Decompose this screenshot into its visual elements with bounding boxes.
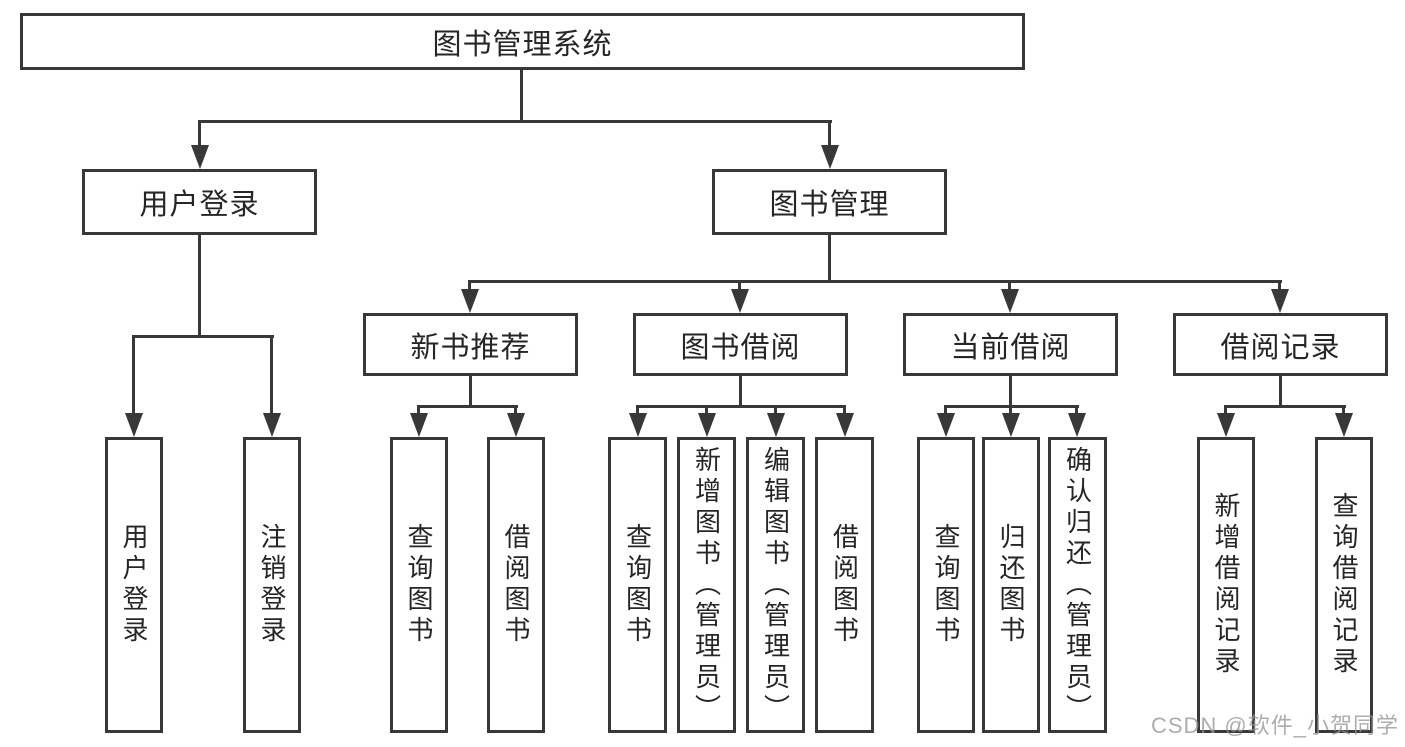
connector-line-vertical [1279, 374, 1282, 407]
connector-line-horizontal [198, 120, 832, 123]
arrow-down [629, 413, 647, 437]
watermark: CSDN @软件_小贺同学 [1150, 713, 1399, 738]
arrow-down [410, 413, 428, 437]
connector-line-vertical [1224, 405, 1227, 415]
connector-line-vertical [417, 405, 420, 415]
leaf-bb-add-books-admin: 新增图书（管理员） [677, 437, 736, 733]
arrow-down [937, 413, 955, 437]
node-new-book-recommendation: 新书推荐 [363, 313, 578, 376]
arrow-down [461, 289, 479, 313]
arrow-down [125, 413, 143, 437]
leaf-user-login: 用户登录 [105, 437, 163, 733]
connector-line-vertical [828, 120, 831, 148]
connector-line-vertical [469, 374, 472, 407]
arrow-down [731, 289, 749, 313]
connector-line-vertical [520, 68, 523, 122]
connector-line-vertical [468, 280, 471, 294]
arrow-down [698, 413, 716, 437]
leaf-logout: 注销登录 [243, 437, 301, 733]
connector-line-vertical [843, 405, 846, 415]
node-borrowing-records: 借阅记录 [1173, 313, 1388, 376]
arrow-down [1217, 413, 1235, 437]
connector-line-vertical [1009, 405, 1012, 415]
leaf-bb-borrow-books: 借阅图书 [815, 437, 874, 733]
arrow-down [1068, 413, 1086, 437]
leaf-rec-add-borrow-record: 新增借阅记录 [1197, 437, 1255, 733]
arrow-down [1271, 289, 1289, 313]
connector-line-horizontal [1224, 405, 1346, 408]
node-user-login: 用户登录 [82, 169, 317, 235]
leaf-bb-edit-books-admin: 编辑图书（管理员） [746, 437, 805, 733]
leaf-rec-query-borrow-record: 查询借阅记录 [1315, 437, 1373, 733]
connector-line-vertical [944, 405, 947, 415]
leaf-cb-return-books: 归还图书 [982, 437, 1040, 733]
arrow-down [1335, 413, 1353, 437]
node-book-management: 图书管理 [712, 169, 947, 235]
connector-line-vertical [774, 405, 777, 415]
connector-line-vertical [636, 405, 639, 415]
arrow-down [191, 145, 209, 169]
node-library-management-system: 图书管理系统 [20, 13, 1025, 70]
arrow-down [263, 413, 281, 437]
connector-line-vertical [738, 280, 741, 294]
arrow-down [836, 413, 854, 437]
connector-line-vertical [828, 233, 831, 282]
connector-line-vertical [1008, 280, 1011, 294]
connector-line-vertical [1278, 280, 1281, 294]
arrow-down [767, 413, 785, 437]
connector-line-horizontal [417, 405, 518, 408]
connector-line-vertical [198, 120, 201, 148]
connector-line-vertical [705, 405, 708, 415]
connector-line-vertical [270, 335, 273, 415]
leaf-nbr-borrow-books: 借阅图书 [487, 437, 545, 733]
node-current-borrowing: 当前借阅 [903, 313, 1118, 376]
connector-line-vertical [1342, 405, 1345, 415]
connector-line-vertical [1075, 405, 1078, 415]
arrow-down [821, 145, 839, 169]
leaf-nbr-query-books: 查询图书 [390, 437, 448, 733]
connector-line-horizontal [636, 405, 846, 408]
connector-line-vertical [198, 233, 201, 337]
leaf-cb-query-books: 查询图书 [917, 437, 975, 733]
connector-line-vertical [132, 335, 135, 415]
arrow-down [1001, 289, 1019, 313]
connector-line-vertical [1009, 374, 1012, 407]
leaf-bb-query-books: 查询图书 [608, 437, 667, 733]
arrow-down [1002, 413, 1020, 437]
connector-line-horizontal [468, 280, 1282, 283]
node-book-borrowing: 图书借阅 [633, 313, 848, 376]
connector-line-vertical [739, 374, 742, 407]
arrow-down [507, 413, 525, 437]
connector-line-horizontal [132, 335, 274, 338]
leaf-cb-confirm-return-admin: 确认归还（管理员） [1048, 437, 1107, 733]
connector-line-vertical [514, 405, 517, 415]
